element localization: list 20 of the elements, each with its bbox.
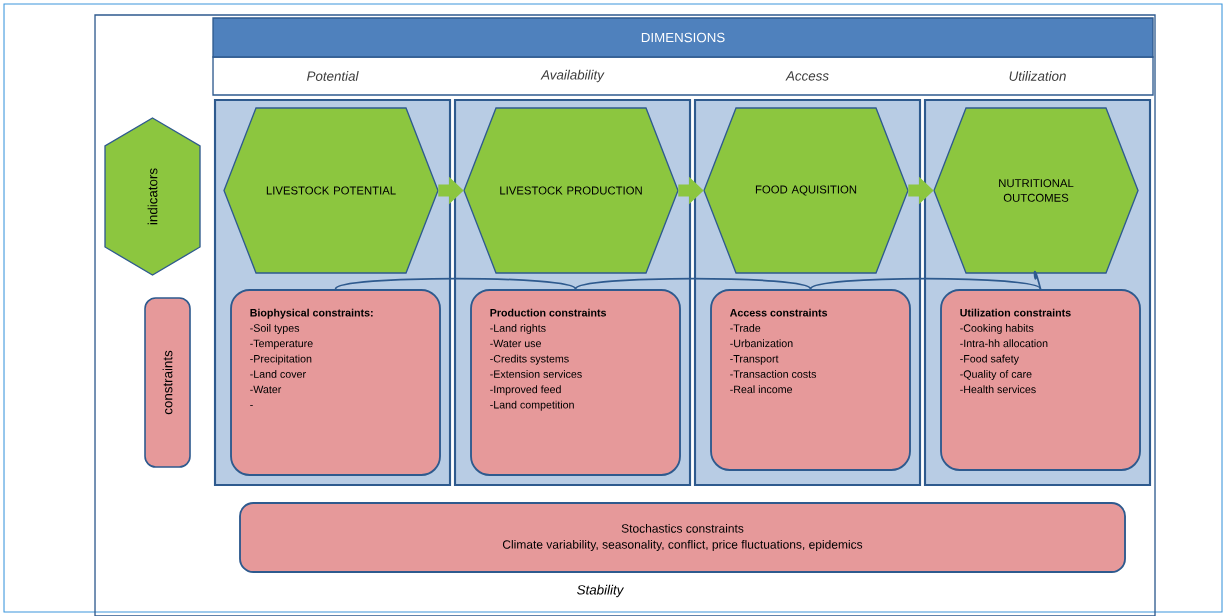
indicator-hexagon: NUTRITIONAL OUTCOMES (933, 107, 1139, 274)
indicator-hexagon: LIVESTOCK PRODUCTION (463, 107, 679, 274)
constraint-box: Access constraints -Trade -Urbanization -Transport -Transaction costs -Real income (710, 289, 911, 471)
dimensions-header: DIMENSIONS (212, 17, 1154, 58)
node-label: Utilization (1009, 71, 1066, 81)
wavy-line (574, 277, 812, 290)
wavy-line (809, 277, 1042, 290)
constraint-box: Stochastics constraints Climate variability, seasonality, conflict, price fluctuations, epidemics (239, 502, 1126, 573)
indicator-hexagon: FOOD AQUISITION (703, 107, 909, 274)
node-label: Potential (306, 71, 359, 81)
indicator-hexagon: LIVESTOCK POTENTIAL (223, 107, 439, 274)
stability-label: Stability (577, 584, 624, 598)
constraint-box: Biophysical constraints: -Soil types -Temperature -Precipitation -Land cover -Water - (230, 289, 441, 476)
constraint-box: Utilization constraints -Cooking habits -Intra-hh allocation -Food safety -Quality of care -Health services (940, 289, 1141, 471)
constraint-box: Production constraints -Land rights -Water use -Credits systems -Extension services -Improved feed -Land competition (470, 289, 681, 476)
node-label: Availability (540, 69, 605, 83)
wavy-line (1033, 270, 1042, 290)
node-label: Access (785, 71, 829, 81)
indicator-hexagon: indicators (104, 117, 201, 276)
constraint-box: constraints (144, 297, 191, 468)
